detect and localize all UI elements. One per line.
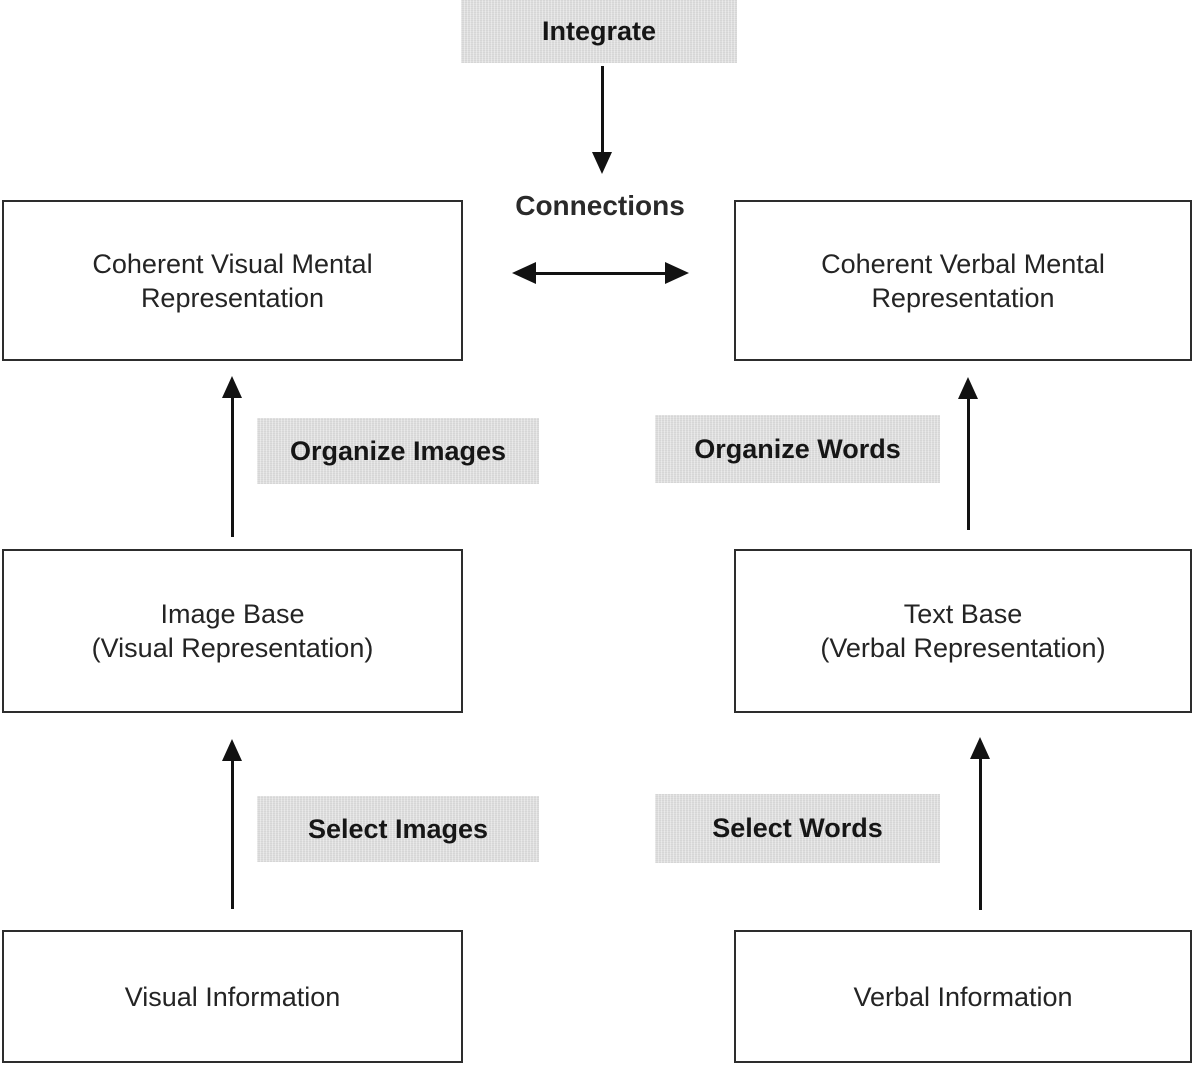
- box-text-line1: Image Base: [160, 599, 305, 629]
- connections-label: Connections: [470, 188, 730, 224]
- box-text-line1: Verbal Information: [853, 981, 1073, 1012]
- select-images-label: Select Images: [257, 796, 539, 862]
- arrow-shaft: [230, 761, 234, 909]
- arrow-shaft: [978, 759, 982, 910]
- visual-information-box: Visual Information: [2, 930, 463, 1063]
- arrow-shaft: [536, 271, 665, 275]
- arrow-head-down-icon: [592, 152, 612, 174]
- select-images-up-arrow-icon: [222, 739, 242, 909]
- box-text-line1: Coherent Verbal Mental: [821, 248, 1105, 279]
- arrow-head-up-icon: [958, 377, 978, 399]
- select-images-label-text: Select Images: [307, 813, 489, 844]
- integrate-down-arrow-icon: [592, 66, 612, 174]
- organize-images-label-text: Organize Images: [289, 435, 507, 466]
- organize-words-label-text: Organize Words: [694, 433, 901, 464]
- text-base-box: Text Base (Verbal Representation): [734, 549, 1192, 713]
- organize-words-label: Organize Words: [655, 415, 940, 483]
- integrate-label: Integrate: [461, 0, 737, 63]
- box-text-line2: (Visual Representation): [91, 633, 374, 663]
- arrow-shaft: [230, 398, 234, 537]
- arrow-head-up-icon: [222, 739, 242, 761]
- arrow-shaft: [966, 399, 970, 530]
- box-text-line1: Coherent Visual Mental: [92, 248, 373, 279]
- select-words-label-text: Select Words: [712, 813, 883, 843]
- arrow-head-left-icon: [512, 262, 536, 284]
- arrow-head-up-icon: [222, 376, 242, 398]
- box-text-line2: Representation: [140, 282, 325, 313]
- organize-images-up-arrow-icon: [222, 376, 242, 537]
- box-text-line2: Representation: [871, 282, 1055, 313]
- connections-double-arrow-icon: [512, 262, 689, 284]
- image-base-box: Image Base (Visual Representation): [2, 549, 463, 713]
- select-words-up-arrow-icon: [970, 737, 990, 910]
- organize-words-up-arrow-icon: [958, 377, 978, 530]
- coherent-verbal-mental-representation-box: Coherent Verbal Mental Representation: [734, 200, 1192, 361]
- arrow-head-up-icon: [970, 737, 990, 759]
- arrow-shaft: [600, 66, 604, 152]
- organize-images-label: Organize Images: [257, 418, 539, 484]
- connections-label-text: Connections: [515, 190, 685, 221]
- box-text-line2: (Verbal Representation): [820, 633, 1106, 663]
- arrow-head-right-icon: [665, 262, 689, 284]
- integrate-label-text: Integrate: [541, 16, 657, 46]
- select-words-label: Select Words: [655, 794, 940, 863]
- box-text-line1: Visual Information: [124, 981, 341, 1012]
- box-text-line1: Text Base: [903, 599, 1023, 629]
- coherent-visual-mental-representation-box: Coherent Visual Mental Representation: [2, 200, 463, 361]
- verbal-information-box: Verbal Information: [734, 930, 1192, 1063]
